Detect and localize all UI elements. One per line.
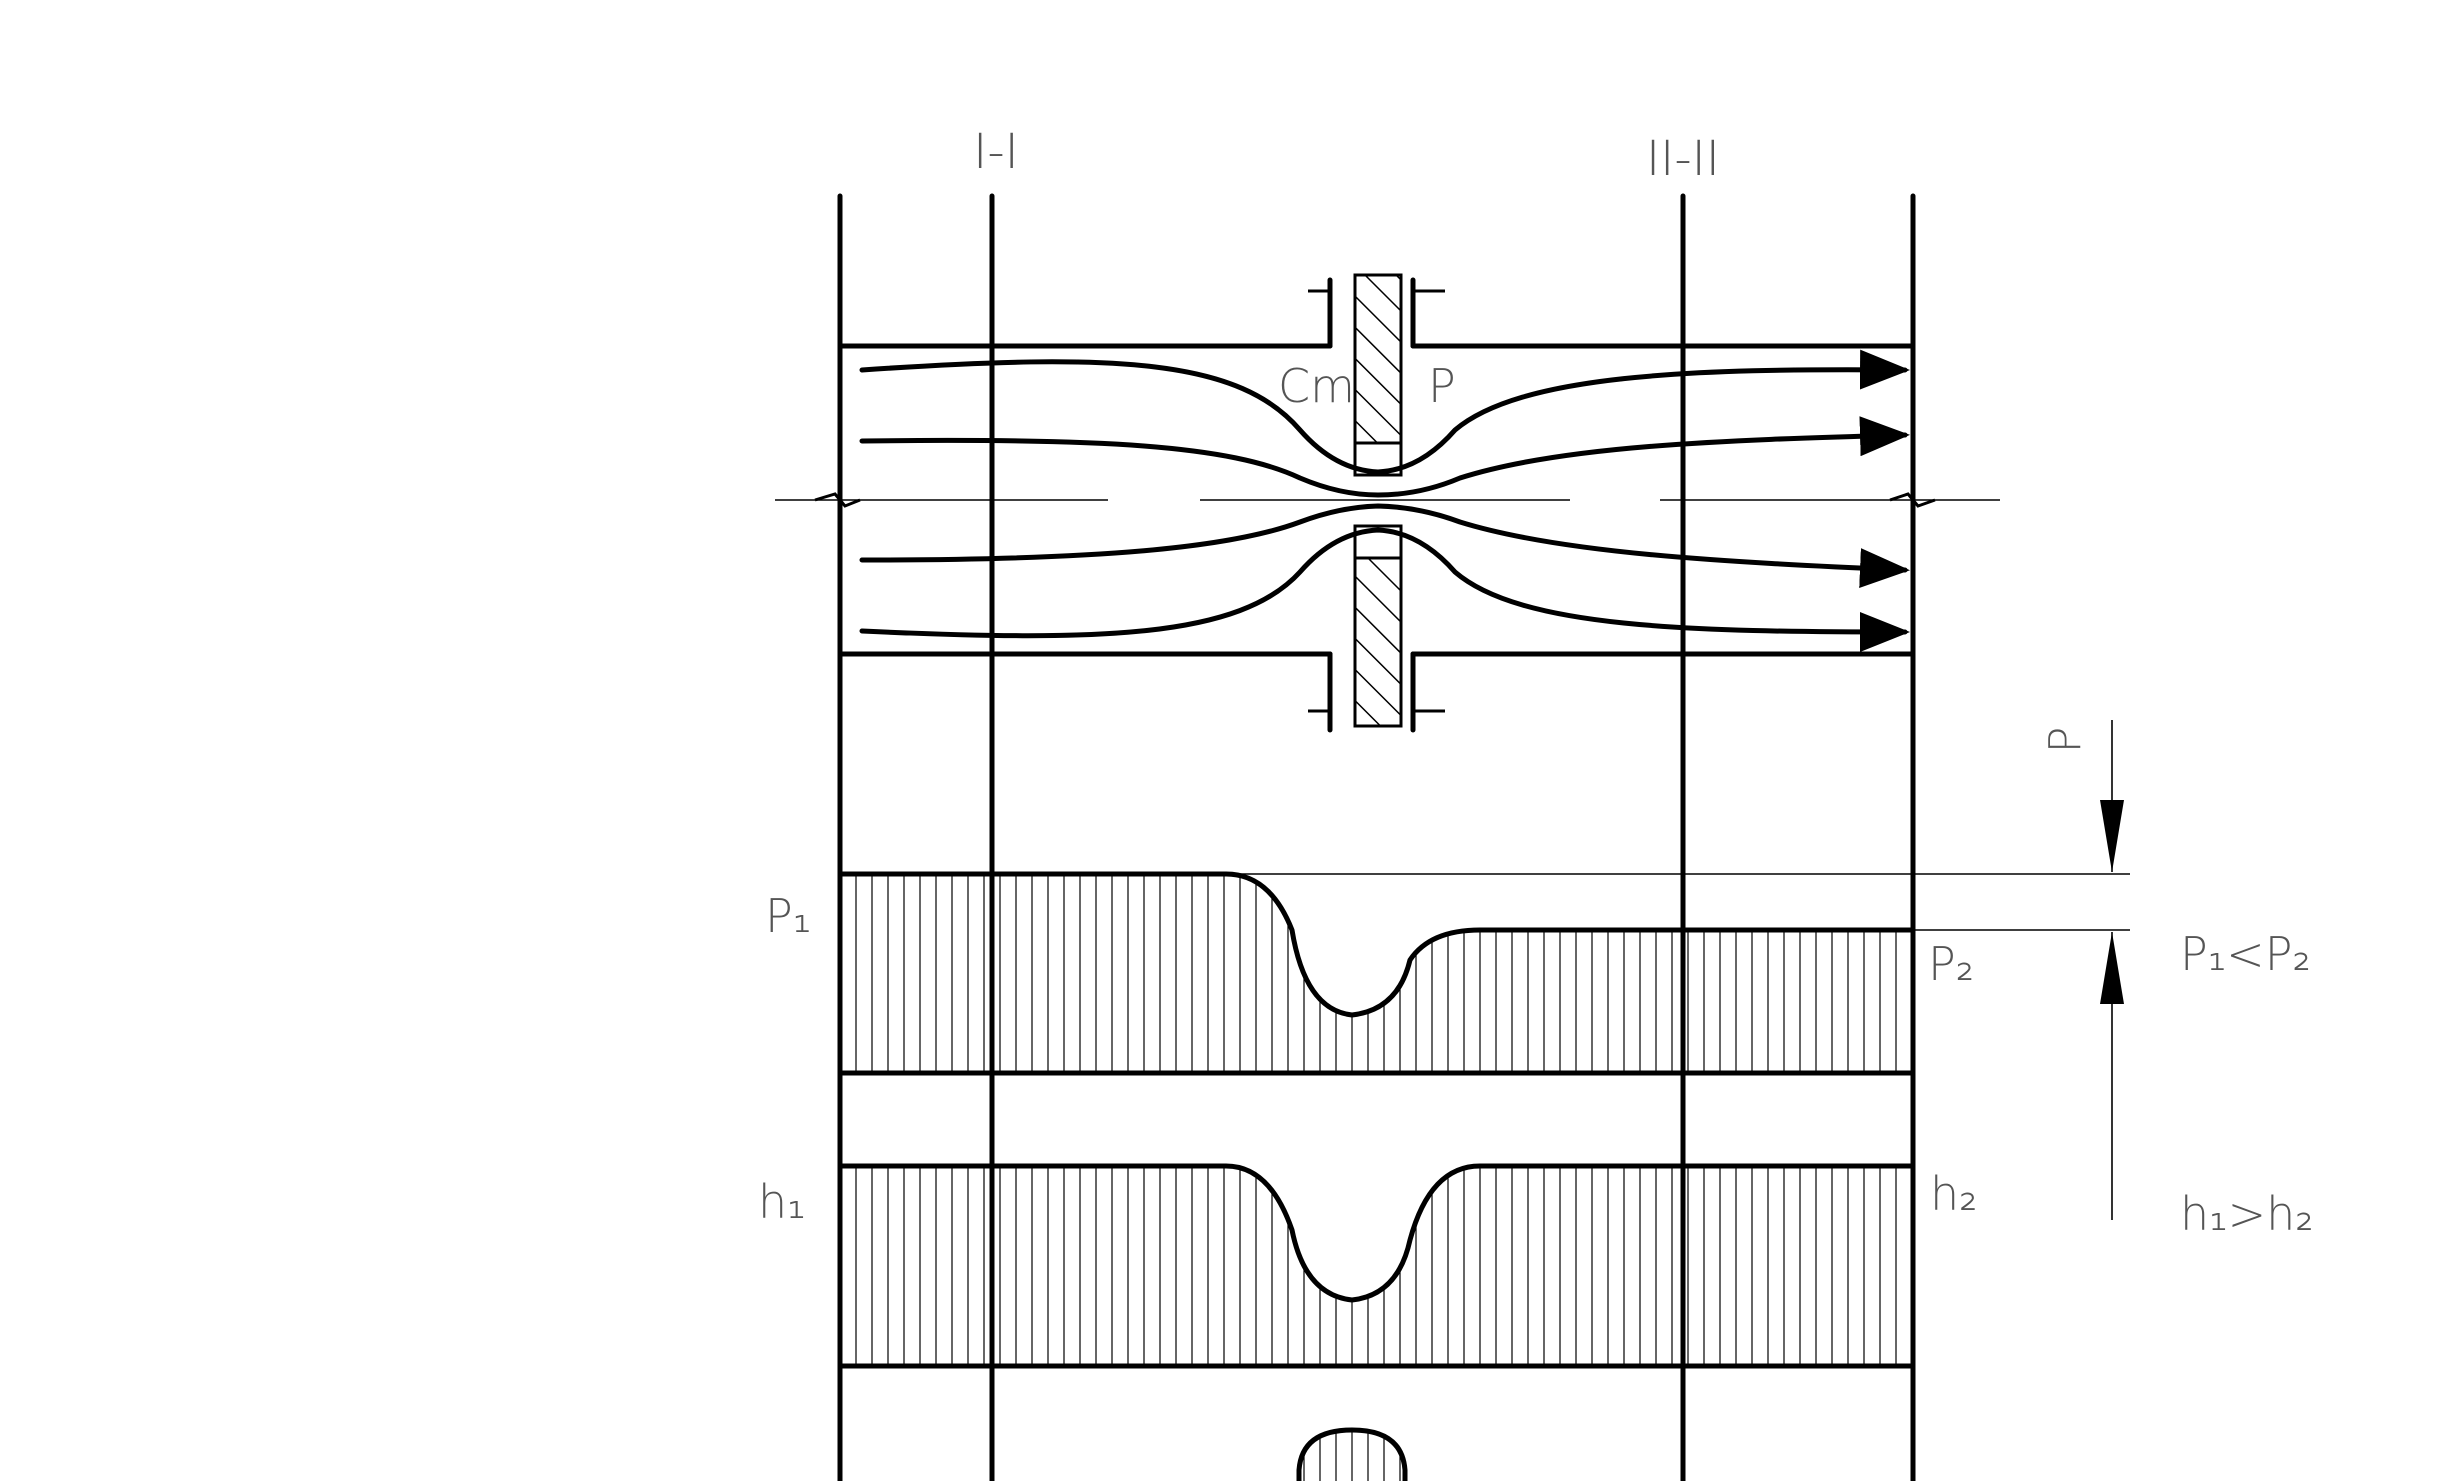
streamline-2 [859, 416, 1910, 498]
flange-lower [1308, 651, 1445, 733]
orifice-plate [1353, 273, 1403, 728]
velocity-profile [1296, 1427, 1408, 1481]
head-left-label: h₁ [758, 1175, 806, 1229]
streamlines [859, 349, 1910, 652]
section-label-left: I-I [973, 124, 1019, 180]
streamline-4 [859, 527, 1910, 652]
streamline-3 [859, 503, 1910, 589]
pipe [775, 343, 2000, 657]
pressure-right-label: P₂ [1928, 937, 1974, 991]
pressure-drop-dimension [2100, 720, 2124, 1220]
head-right-label: h₂ [1930, 1167, 1978, 1221]
flange-upper [1308, 277, 1445, 349]
pressure-drop-label: P [2040, 727, 2091, 754]
head-relation-label: h₁>h₂ [2180, 1187, 2314, 1241]
pressure-left-label: P₁ [765, 889, 811, 943]
pressure-label-flow: P [1428, 359, 1456, 413]
pressure-relation-label: P₁<P₂ [2180, 927, 2311, 981]
section-label-right: II-II [1646, 131, 1720, 187]
velocity-label: Cm [1278, 359, 1355, 413]
head-profile [837, 1163, 1916, 1369]
streamline-1 [859, 349, 1910, 475]
